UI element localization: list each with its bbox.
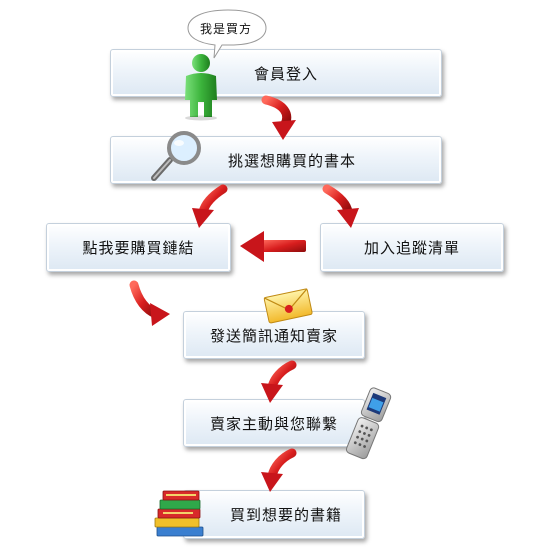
arrow-choose-to-track [322,184,359,228]
magnifier-icon [151,131,201,181]
step-buy-link-label: 點我要購買鏈結 [82,239,195,257]
arrow-login-to-choose [261,95,296,140]
envelope-icon [263,288,313,324]
arrow-track-to-link [240,231,306,262]
speech-bubble-text-wrap: 我是買方 [186,8,266,48]
books-icon [154,490,204,537]
step-buy-link: 點我要購買鏈結 [46,223,231,272]
step-seller-contact-label: 賣家主動與您聯繫 [209,414,338,433]
step-choose-book-label: 挑選想購買的書本 [227,151,356,170]
speech-bubble-text: 我是買方 [199,22,252,36]
step-member-login: 會員登入 [110,49,442,97]
arrow-contact-to-get [261,448,297,492]
user-icon [185,54,217,121]
step-member-login-label: 會員登入 [253,64,318,83]
step-sms-notify-label: 發送簡訊通知賣家 [209,326,338,345]
step-choose-book: 挑選想購買的書本 [110,136,442,184]
step-add-tracking-label: 加入追蹤清單 [363,239,460,257]
speech-bubble [187,9,267,59]
arrow-sms-to-contact [261,360,297,403]
phone-icon [345,387,392,460]
step-add-tracking: 加入追蹤清單 [320,223,504,272]
arrow-choose-to-link [192,184,228,228]
arrow-link-to-sms [129,280,170,326]
step-seller-contact: 賣家主動與您聯繫 [183,399,365,447]
step-get-book-label: 買到想要的書籍 [229,506,342,524]
step-get-book: 買到想要的書籍 [183,490,365,539]
